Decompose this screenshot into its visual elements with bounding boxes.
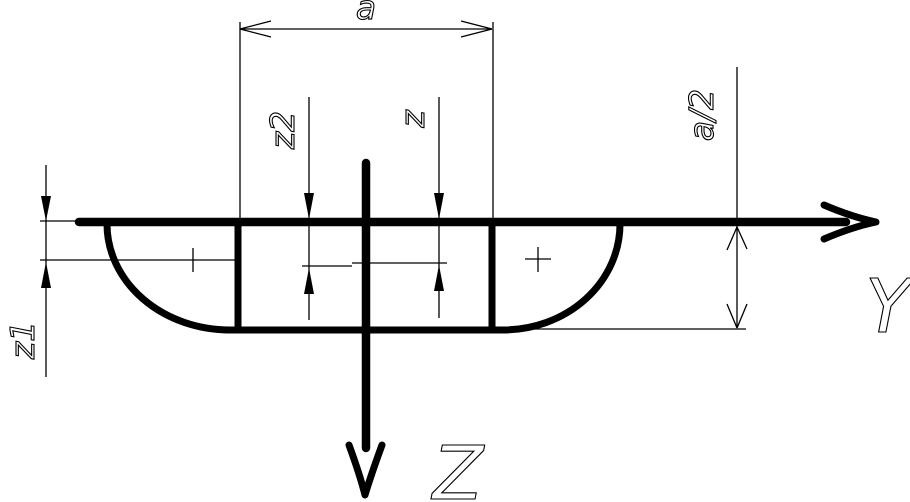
z-axis	[345, 158, 386, 499]
dimension-z2: z2	[262, 97, 352, 320]
dim-z-arrow-down-icon	[434, 193, 444, 219]
dim-a-label: a	[356, 0, 376, 27]
dim-a-half-label: a/2	[682, 89, 721, 141]
dim-z-arrow-up-icon	[434, 265, 444, 291]
y-axis	[74, 201, 880, 243]
z-axis-label: Z	[431, 431, 486, 502]
dim-z2-arrow-down-icon	[304, 193, 314, 219]
centroid-marks	[192, 247, 551, 272]
dim-z2-label: z2	[263, 111, 302, 150]
z-axis-arrowhead-icon	[345, 441, 386, 499]
dim-a-arrow-right-icon	[460, 28, 493, 38]
dimension-z1: z1	[2, 165, 236, 377]
y-axis-arrowhead-icon	[820, 201, 880, 243]
dim-a-arrow-right-icon	[460, 20, 493, 30]
dim-a-half-arrow-down-icon	[736, 303, 748, 329]
y-axis-label: Y	[865, 264, 910, 350]
dimension-a-half: a/2	[504, 67, 748, 330]
dim-a-half-arrow-down-icon	[726, 303, 738, 329]
dim-z-label: z	[393, 110, 432, 129]
dim-a-half-arrow-up-icon	[726, 226, 738, 251]
left-quarter-arc	[103, 223, 231, 334]
dimension-a: a	[239, 0, 494, 219]
dim-z1-arrow-down-icon	[41, 196, 51, 221]
dim-z2-arrow-up-icon	[304, 268, 314, 294]
dim-z1-label: z1	[3, 321, 42, 360]
dim-a-arrow-left-icon	[239, 20, 272, 30]
dim-a-half-arrow-up-icon	[736, 226, 748, 250]
dim-a-arrow-left-icon	[239, 28, 272, 38]
right-quarter-arc	[502, 223, 624, 334]
dim-z1-arrow-up-icon	[41, 262, 51, 288]
dimension-z: z	[352, 97, 447, 318]
